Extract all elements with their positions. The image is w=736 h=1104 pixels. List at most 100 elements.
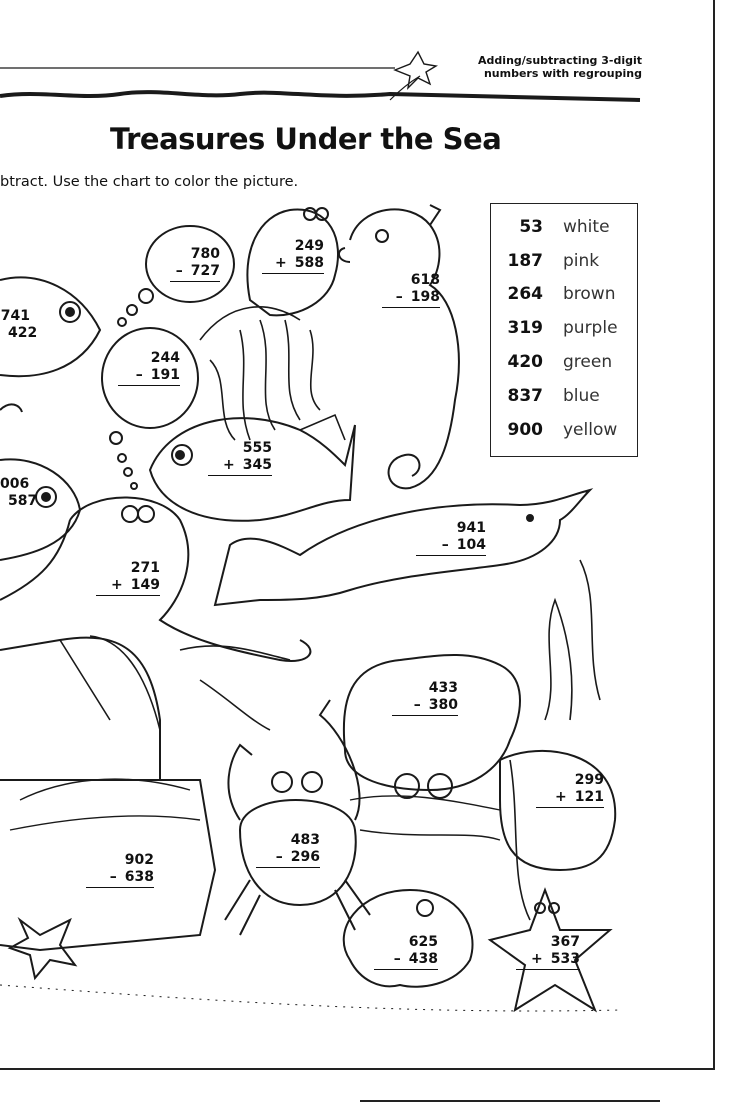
problem-octopus-center: 271 +149 xyxy=(96,560,160,596)
dolphin xyxy=(213,488,594,607)
footer-rule xyxy=(360,1100,660,1102)
problem-bottom: 587 xyxy=(8,493,38,509)
key-number: 264 xyxy=(507,284,544,305)
problem-bottom: 422 xyxy=(8,325,38,341)
octopus-top xyxy=(246,208,339,317)
sea-floor xyxy=(0,984,621,1012)
problem-operator: – xyxy=(395,289,403,305)
clam-shell xyxy=(342,654,521,792)
page-title: Treasures Under the Sea xyxy=(110,122,502,156)
problem-operator: – xyxy=(393,951,401,967)
problem-bubble-mid: 244 –191 xyxy=(118,350,180,386)
shooting-star-icon xyxy=(393,50,438,91)
problem-top: 618 xyxy=(410,272,440,288)
problem-seaweed: 299 +121 xyxy=(536,772,604,808)
problem-top: 244 xyxy=(150,350,180,366)
problem-top: 780 xyxy=(190,246,220,262)
key-color: purple xyxy=(563,318,618,339)
key-color: blue xyxy=(563,385,600,406)
fish-center xyxy=(148,417,356,522)
page-border xyxy=(0,0,715,1070)
problem-bottom: 533 xyxy=(550,951,580,967)
key-row: 837 blue xyxy=(491,379,637,413)
instructions: btract. Use the chart to color the pictu… xyxy=(0,174,299,190)
key-number: 319 xyxy=(507,318,544,339)
problem-operator: + xyxy=(531,951,543,967)
bubble-244 xyxy=(101,327,199,429)
topic-line-2: numbers with regrouping xyxy=(483,67,642,80)
wavy-rule xyxy=(0,90,641,102)
problem-operator: + xyxy=(223,457,235,473)
problem-top: 483 xyxy=(290,832,320,848)
problem-operator: – xyxy=(109,869,117,885)
key-row: 420 green xyxy=(491,345,637,379)
problem-seahorse: 618 –198 xyxy=(382,272,440,308)
problem-bottom: 345 xyxy=(242,457,272,473)
problem-bottom: 380 xyxy=(428,697,458,713)
key-number: 837 xyxy=(507,385,544,406)
key-color: brown xyxy=(563,284,616,305)
problem-top: 555 xyxy=(242,440,272,456)
problem-bottom: 198 xyxy=(410,289,440,305)
problem-bottom: 296 xyxy=(290,849,320,865)
problem-top: 625 xyxy=(408,934,438,950)
problem-fish-left-mid: 006 587 xyxy=(0,476,37,510)
key-row: 319 purple xyxy=(491,311,637,345)
problem-top: 006 xyxy=(0,476,30,492)
key-number: 187 xyxy=(507,250,544,271)
problem-top: 433 xyxy=(428,680,458,696)
problem-top: 902 xyxy=(124,852,154,868)
problem-bottom: 438 xyxy=(408,951,438,967)
seahorse xyxy=(349,204,460,490)
problem-octopus: 249 +588 xyxy=(262,238,324,274)
problem-operator: – xyxy=(441,537,449,553)
starfish-left xyxy=(7,916,78,981)
problem-operator: – xyxy=(413,697,421,713)
problem-operator: – xyxy=(175,263,183,279)
bubble-780 xyxy=(145,225,235,303)
key-color: yellow xyxy=(563,419,618,440)
problem-top: 249 xyxy=(294,238,324,254)
problem-fish-left-top: 741 422 xyxy=(0,308,37,342)
key-row: 53 white xyxy=(491,210,637,244)
problem-bottom: 191 xyxy=(150,367,180,383)
problem-bottom: 727 xyxy=(190,263,220,279)
treasure-chest xyxy=(0,636,217,952)
problem-scallop: 625 –438 xyxy=(374,934,438,970)
problem-fish-center: 555 +345 xyxy=(208,440,272,476)
problem-crab: 483 –296 xyxy=(256,832,320,868)
problem-bottom: 149 xyxy=(130,577,160,593)
problem-top: 299 xyxy=(574,772,604,788)
problem-bottom: 104 xyxy=(456,537,486,553)
problem-starfish: 367 +533 xyxy=(516,934,580,970)
problem-bottom: 588 xyxy=(294,255,324,271)
problem-bubble-top: 780 –727 xyxy=(170,246,220,282)
problem-operator: + xyxy=(555,789,567,805)
key-number: 900 xyxy=(507,419,544,440)
problem-top: 741 xyxy=(0,308,30,324)
fish-right xyxy=(499,749,617,872)
octopus-center xyxy=(0,496,312,662)
scallop-shell xyxy=(342,888,474,988)
key-number: 420 xyxy=(507,352,544,373)
problem-operator: – xyxy=(135,367,143,383)
topic-label: Adding/subtracting 3-digit numbers with … xyxy=(478,54,642,80)
topic-line-1: Adding/subtracting 3-digit xyxy=(478,54,642,67)
key-color: green xyxy=(563,352,613,373)
problem-dolphin: 941 –104 xyxy=(416,520,486,556)
problem-chest: 902 –638 xyxy=(86,852,154,888)
problem-operator: – xyxy=(275,849,283,865)
seaweed xyxy=(509,559,601,921)
problem-top: 367 xyxy=(550,934,580,950)
problem-bottom: 121 xyxy=(574,789,604,805)
key-row: 264 brown xyxy=(491,278,637,312)
problem-bottom: 638 xyxy=(124,869,154,885)
problem-top: 271 xyxy=(130,560,160,576)
key-number: 53 xyxy=(519,216,543,237)
fish-left-top xyxy=(0,276,102,378)
key-color: white xyxy=(563,216,610,237)
problem-top: 941 xyxy=(456,520,486,536)
